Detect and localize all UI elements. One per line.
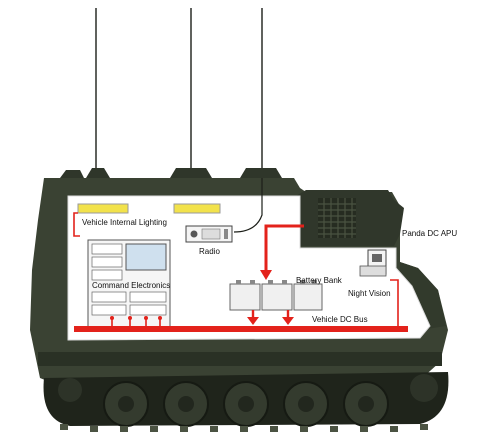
drive-sprocket [410, 374, 438, 402]
label-bus: Vehicle DC Bus [312, 315, 368, 324]
road-wheels [103, 381, 389, 427]
dc-bus: Vehicle DC Bus [74, 315, 408, 332]
lighting-wire [73, 212, 80, 237]
label-apu: Panda DC APU [402, 229, 457, 238]
apu-arrow [260, 270, 272, 280]
apu-feed: Panda DC APU [260, 224, 457, 280]
lamp-left [77, 203, 129, 214]
label-battery: Battery Bank [296, 276, 343, 285]
night-vision-wire [390, 279, 399, 326]
battery [261, 283, 293, 311]
battery [293, 283, 323, 311]
idler-wheel [58, 378, 82, 402]
internal-lighting: Vehicle Internal Lighting [73, 203, 221, 237]
lamp-right [173, 203, 221, 214]
track-links [60, 424, 428, 432]
label-night-vision: Night Vision [348, 289, 391, 298]
night-vision: Night Vision [348, 249, 399, 326]
track-assembly [43, 372, 449, 432]
battery [229, 283, 261, 311]
apu-wire [264, 224, 304, 272]
radio: Radio [185, 178, 263, 256]
radio-knob [190, 230, 198, 238]
rack-display [125, 243, 167, 271]
front-slope [400, 262, 446, 330]
radio-antenna-cable [233, 178, 263, 233]
antennas [95, 8, 263, 178]
hull-lower-band [38, 352, 442, 366]
roof-hatches [60, 168, 282, 178]
battery-bank: Battery Bank [229, 276, 343, 325]
label-command: Command Electronics [92, 281, 170, 290]
label-lighting: Vehicle Internal Lighting [82, 218, 167, 227]
dc-bus-bar [74, 326, 408, 332]
night-vision-scope [359, 265, 387, 277]
command-electronics: Command Electronics [87, 239, 171, 329]
label-radio: Radio [199, 247, 220, 256]
